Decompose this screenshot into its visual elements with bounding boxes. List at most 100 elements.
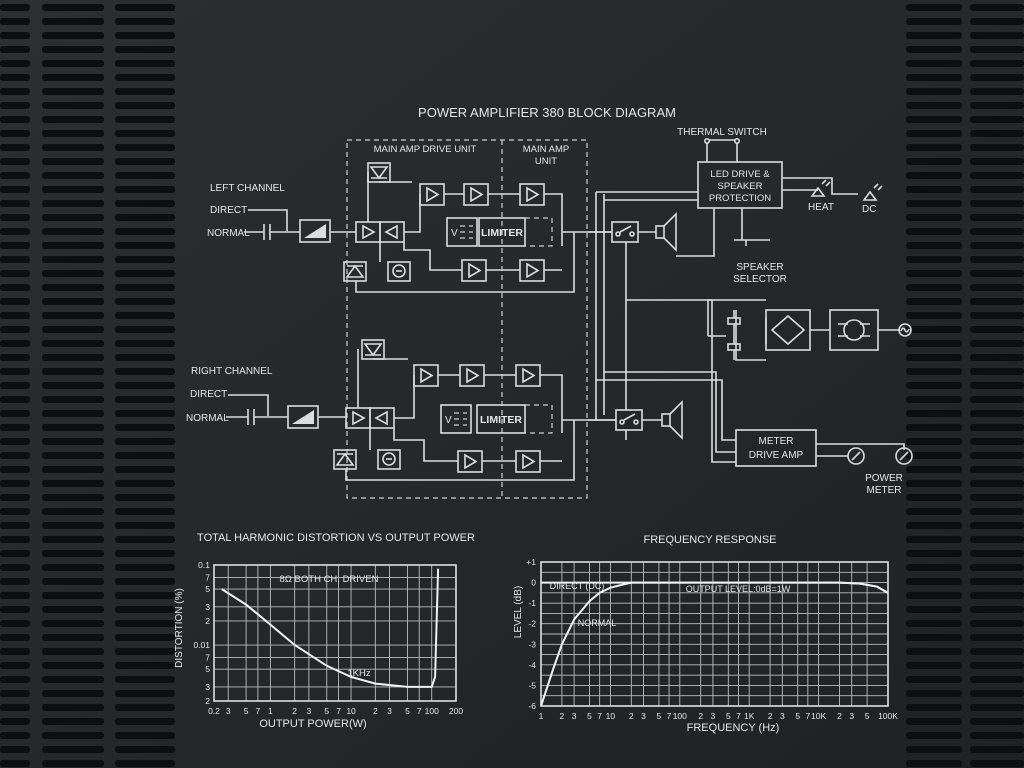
right-bias-icons xyxy=(333,339,401,470)
main-amp-unit-label-1: MAIN AMP xyxy=(523,144,569,155)
vent-slot xyxy=(0,718,30,725)
vent-slot xyxy=(115,438,175,445)
vent-slot xyxy=(970,298,1024,305)
thd-x-tick: 7 xyxy=(256,706,261,716)
vent-slot xyxy=(906,4,962,11)
freq-annotation-direct: DIRECT (DC) xyxy=(550,581,605,591)
thd-y-tick: 7 xyxy=(205,652,210,662)
freq-x-tick: 5 xyxy=(865,711,870,721)
vent-slot xyxy=(906,424,962,431)
thd-plot-frame xyxy=(213,564,457,702)
vent-slot xyxy=(42,606,104,613)
vent-slot xyxy=(906,158,962,165)
vent-slot xyxy=(0,4,30,11)
vent-slot xyxy=(42,410,104,417)
freq-x-tick: 10K xyxy=(811,711,826,721)
drive-unit-border xyxy=(346,139,588,499)
vent-slot xyxy=(906,550,962,557)
vent-slot xyxy=(970,214,1024,221)
vent-slot xyxy=(906,494,962,501)
vent-slot xyxy=(0,130,30,137)
vent-slot xyxy=(42,60,104,67)
vent-slot xyxy=(0,564,30,571)
vent-slot xyxy=(906,760,962,767)
vent-slot xyxy=(115,340,175,347)
power-meter-label-1: POWER xyxy=(865,473,903,484)
vent-slot xyxy=(906,18,962,25)
vent-slot xyxy=(42,508,104,515)
freq-x-tick: 7 xyxy=(736,711,741,721)
vent-slot xyxy=(0,326,30,333)
vent-slot xyxy=(115,466,175,473)
freq-y-ticks: +10-1-2-3-4-5-6 xyxy=(526,557,536,711)
heat-led-icon xyxy=(810,179,831,197)
vent-slot xyxy=(970,732,1024,739)
thd-y-tick: 5 xyxy=(205,664,210,674)
vent-slot xyxy=(42,704,104,711)
vent-slot xyxy=(115,74,175,81)
vent-slot xyxy=(0,746,30,753)
vent-slot xyxy=(115,130,175,137)
vent-slot xyxy=(42,564,104,571)
vent-slot xyxy=(0,46,30,53)
vent-slot xyxy=(0,634,30,641)
vent-slot xyxy=(0,32,30,39)
thd-chart: TOTAL HARMONIC DISTORTION VS OUTPUT POWE… xyxy=(174,532,475,730)
vent-slot xyxy=(115,242,175,249)
vent-slot xyxy=(42,592,104,599)
vent-slot xyxy=(115,648,175,655)
vent-slot xyxy=(115,606,175,613)
vent-slot xyxy=(42,228,104,235)
vent-slot xyxy=(970,606,1024,613)
vent-slot xyxy=(906,620,962,627)
vent-slot xyxy=(970,410,1024,417)
vent-slot xyxy=(42,354,104,361)
thd-y-tick: 7 xyxy=(205,572,210,582)
vent-slot xyxy=(0,214,30,221)
vent-slot xyxy=(970,760,1024,767)
vent-slot xyxy=(0,270,30,277)
vent-slot xyxy=(0,494,30,501)
thd-y-label: DISTORTION (%) xyxy=(174,588,185,668)
led-drive-label-1: LED DRIVE & xyxy=(710,169,770,180)
vent-slot xyxy=(115,270,175,277)
vent-slot xyxy=(970,256,1024,263)
vent-slot xyxy=(115,326,175,333)
speaker-selector-label-2: SELECTOR xyxy=(733,274,787,285)
thd-y-tick: 5 xyxy=(205,584,210,594)
left-speaker-icon xyxy=(655,212,677,252)
thermal-switch-label: THERMAL SWITCH xyxy=(677,127,767,138)
vent-slot xyxy=(0,354,30,361)
freq-x-tick: 2 xyxy=(560,711,565,721)
vent-slot xyxy=(906,704,962,711)
vent-slot xyxy=(906,116,962,123)
vent-slot xyxy=(115,256,175,263)
thd-x-tick: 3 xyxy=(387,706,392,716)
led-drive-label-3: PROTECTION xyxy=(709,193,771,204)
right-channel-label: RIGHT CHANNEL xyxy=(191,366,273,377)
vent-slot xyxy=(115,564,175,571)
thd-x-tick: 5 xyxy=(324,706,329,716)
vent-slot xyxy=(906,74,962,81)
led-drive-box xyxy=(697,161,783,209)
vent-slot xyxy=(0,116,30,123)
vent-slot xyxy=(42,284,104,291)
vent-slot xyxy=(0,144,30,151)
right-ventilation-grille xyxy=(906,4,1024,767)
vent-slot xyxy=(0,172,30,179)
left-input-capacitor-icon xyxy=(263,224,271,240)
freq-chart-title: FREQUENCY RESPONSE xyxy=(643,534,776,546)
vent-slot xyxy=(115,620,175,627)
thd-x-tick: 5 xyxy=(244,706,249,716)
freq-y-tick: -2 xyxy=(528,619,536,629)
freq-x-label: FREQUENCY (Hz) xyxy=(687,722,780,734)
thd-x-tick: 2 xyxy=(292,706,297,716)
vent-slot xyxy=(906,186,962,193)
thd-x-tick: 2 xyxy=(373,706,378,716)
freq-x-tick: 3 xyxy=(849,711,854,721)
vent-slot xyxy=(906,32,962,39)
vent-slot xyxy=(0,704,30,711)
vent-slot xyxy=(906,228,962,235)
freq-x-tick: 7 xyxy=(805,711,810,721)
